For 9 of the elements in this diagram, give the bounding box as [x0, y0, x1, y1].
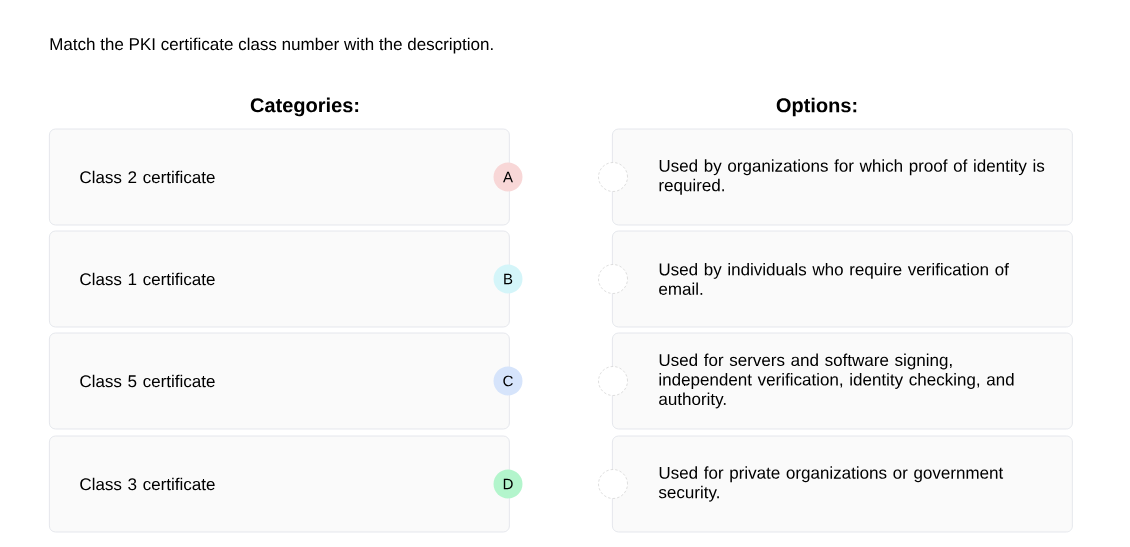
dashed-circle: [598, 162, 628, 192]
option-card: Used for private organizations or government security.: [612, 435, 1073, 533]
option-card: Used for servers and software signing, independent verification, identity checking, and authority.: [612, 332, 1073, 430]
instruction-text: Match the PKI certificate class number with the description.: [50, 37, 493, 54]
dashed-circle: [598, 264, 628, 294]
option-card: Used by organizations for which proof of identity is required.: [612, 128, 1073, 226]
dashed-circle: [598, 366, 628, 396]
dashed-circle: [598, 469, 628, 499]
option-card: Used by individuals who require verification of email.: [612, 230, 1073, 328]
